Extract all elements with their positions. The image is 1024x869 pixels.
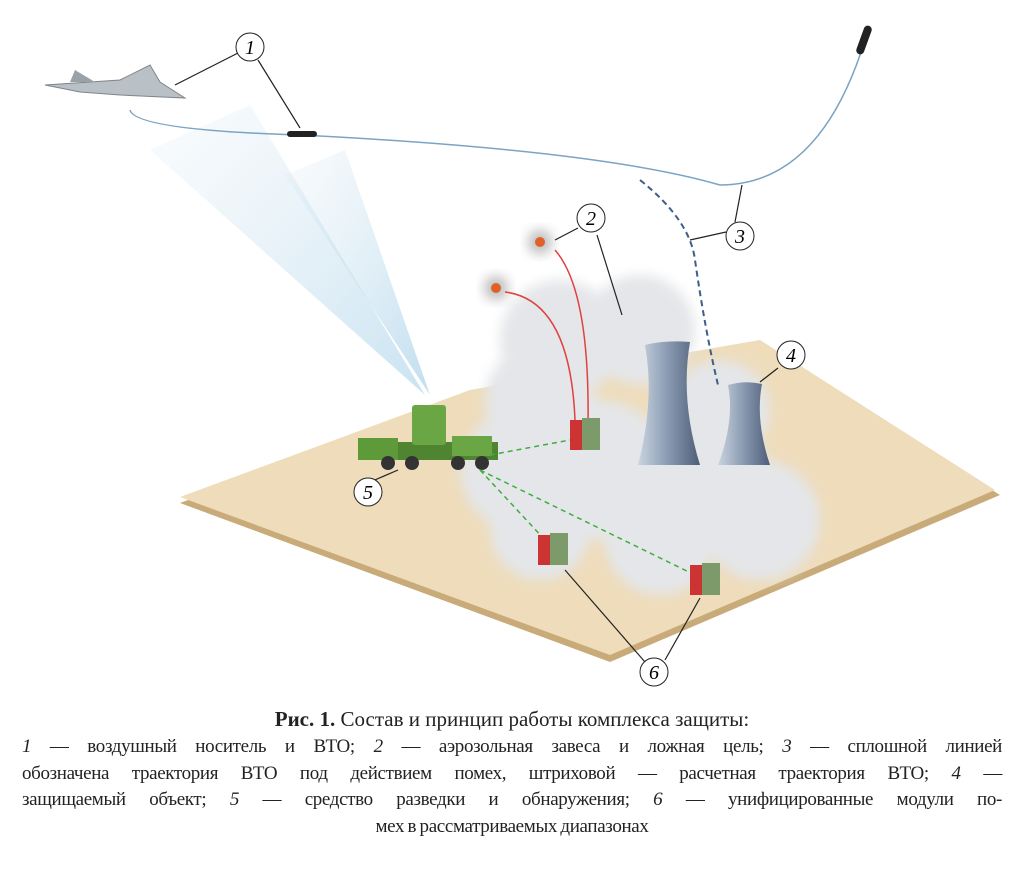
data-links (479, 439, 696, 576)
figure-number: Рис. 1. (274, 707, 336, 731)
legend-number: 3 (782, 736, 792, 757)
callout-1: 1 (235, 32, 265, 62)
callout-2: 2 (576, 203, 606, 233)
callout-6-label: 6 (649, 662, 659, 684)
caption-line: 1 — воздушный носитель и ВТО; 2 — аэрозо… (0, 734, 1024, 761)
legend-text: — унифицированные модули по- (662, 789, 1003, 810)
callout-3: 3 (725, 221, 755, 251)
precision-weapon-trajectory (129, 25, 872, 386)
missile-icon (287, 131, 317, 137)
callout-6: 6 (639, 657, 669, 687)
caption-line: защищаемый объект; 5 — средство разведки… (0, 787, 1024, 814)
callout-labels: 1 2 3 4 5 6 (235, 32, 806, 687)
legend-text: — средство разведки и обнаружения; (238, 789, 654, 810)
aircraft-icon (44, 64, 187, 99)
legend-text: обозначена траектория ВТО под действием … (22, 762, 952, 784)
caption-title-text: Состав и принцип работы комплекса защиты… (335, 707, 750, 731)
missile-icon (856, 25, 872, 55)
legend-text: защищаемый объект; (22, 789, 230, 810)
legend-number: 5 (229, 789, 240, 810)
callout-arrows (174, 52, 779, 663)
legend-text: — (960, 762, 1002, 784)
detection-vehicle (358, 405, 498, 470)
callout-5: 5 (353, 477, 383, 507)
jamming-modules (538, 418, 720, 595)
caption-line: мех в рассматриваемых диапазонах (0, 814, 1024, 841)
callout-3-label: 3 (734, 226, 745, 248)
decoy-targets (484, 230, 589, 426)
legend-text: мех в рассматриваемых диапазонах (375, 815, 649, 837)
callout-2-label: 2 (586, 208, 596, 230)
callout-1-label: 1 (245, 37, 255, 59)
callout-4: 4 (776, 340, 806, 370)
protection-complex-diagram: 1 2 3 4 5 6 (44, 25, 1000, 687)
aerosol-cloud (460, 275, 820, 595)
figure-caption: Рис. 1. Состав и принцип работы комплекс… (0, 704, 1024, 840)
legend-number: 1 (22, 736, 32, 757)
legend-number: 6 (653, 789, 663, 810)
legend-text: — воздушный носитель и ВТО; (31, 736, 374, 757)
radar-beams (150, 105, 430, 395)
caption-title: Рис. 1. Состав и принцип работы комплекс… (0, 704, 1024, 734)
callout-4-label: 4 (786, 345, 796, 367)
legend-text: — сплошной линией (791, 736, 1002, 757)
protected-object-cooling-towers (638, 341, 770, 465)
caption-line: обозначена траектория ВТО под действием … (0, 761, 1024, 788)
legend-number: 4 (951, 762, 962, 784)
legend-text: — аэрозольная завеса и ложная цель; (382, 736, 783, 757)
callout-5-label: 5 (363, 482, 373, 504)
legend-number: 2 (373, 736, 384, 757)
